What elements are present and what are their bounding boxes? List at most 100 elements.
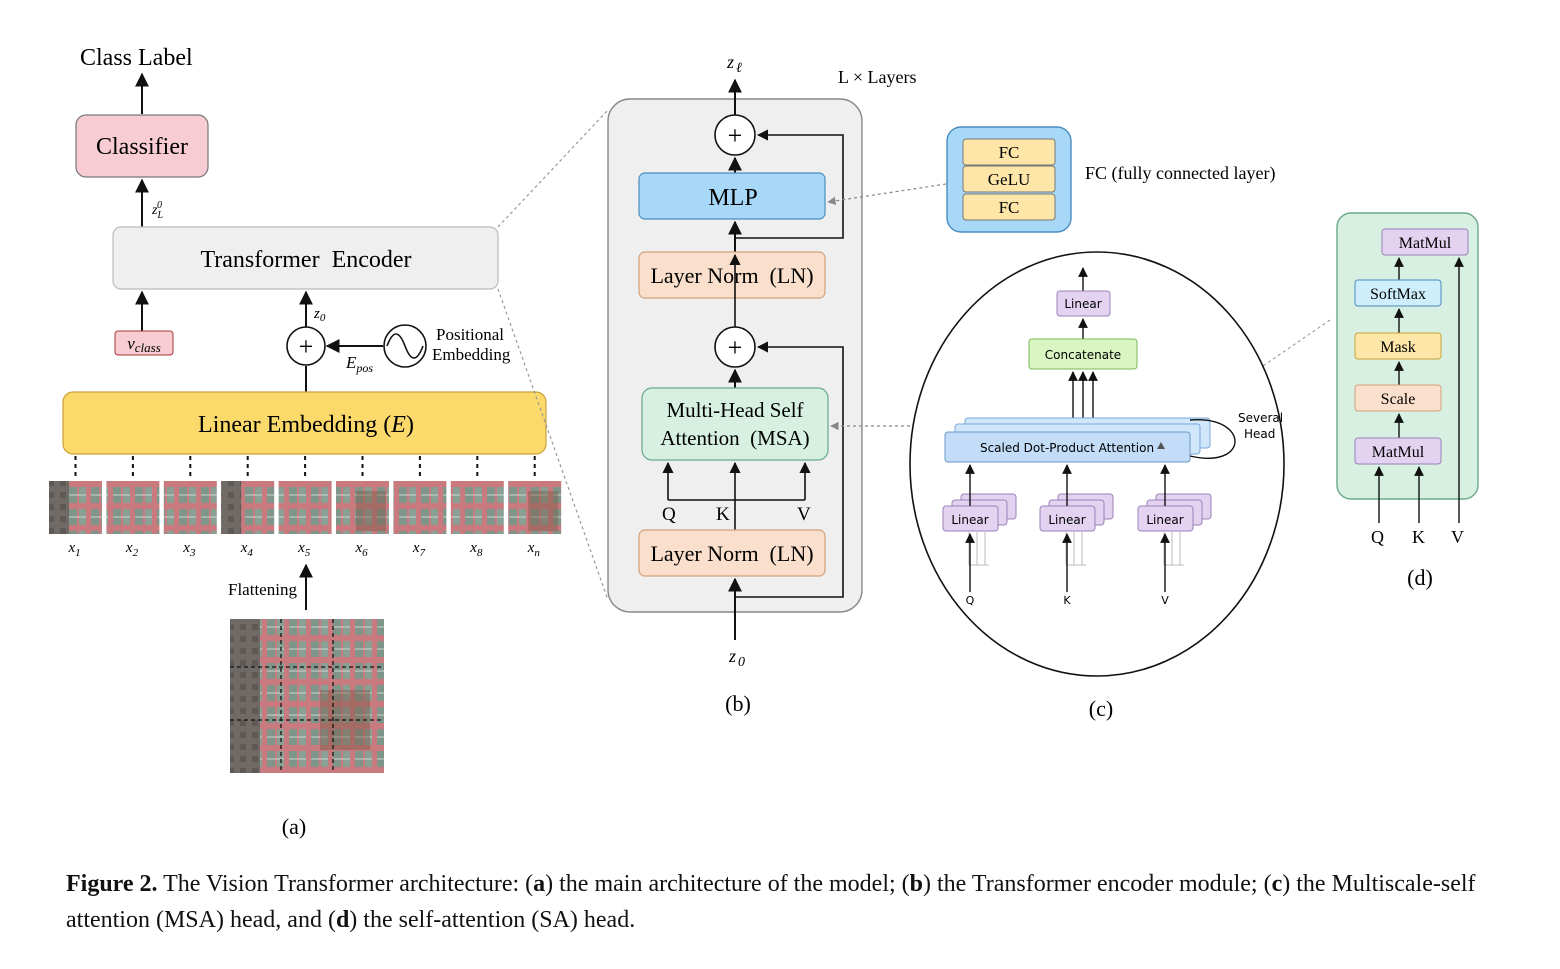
positional-label: Positional xyxy=(436,325,504,344)
fc1-box xyxy=(962,138,1056,166)
fc-block: FC GeLU FC FC (fully connected layer) xyxy=(946,126,1275,233)
fc1-label: FC xyxy=(999,143,1020,162)
softmax-label: SoftMax xyxy=(1370,286,1426,303)
matmul-bottom-label: MatMul xyxy=(1372,444,1425,461)
residual-bottom xyxy=(735,341,844,598)
patch-tile xyxy=(278,481,332,534)
linear-embedding-box xyxy=(62,391,547,455)
caption-ref-d: d xyxy=(335,907,350,933)
patch-label: xn xyxy=(527,540,541,559)
linear-embedding-label: Linear Embedding (E) xyxy=(198,412,414,438)
panel-b-label: (b) xyxy=(725,691,751,716)
input-label-q: Q xyxy=(966,594,975,607)
panel-c-label: (c) xyxy=(1089,696,1113,721)
matmul-top-box xyxy=(1381,228,1469,256)
concatenate-label: Concatenate xyxy=(1045,348,1121,362)
q-label-b: Q xyxy=(662,504,676,525)
linear-label: Linear xyxy=(1048,513,1085,527)
layer-norm-top-label: Layer Norm (LN) xyxy=(650,263,813,288)
gelu-box xyxy=(962,165,1056,193)
patch-tile xyxy=(336,481,389,534)
caption-ref-c: c xyxy=(1271,871,1283,897)
gelu-label: GeLU xyxy=(988,170,1030,189)
k-label-d: K xyxy=(1412,527,1425,547)
patch-tile xyxy=(221,481,275,534)
v-label-d: V xyxy=(1451,527,1464,547)
k-label-b: K xyxy=(716,504,730,525)
sdpa-triangle-icon xyxy=(1157,442,1165,449)
caption-ref-b: b xyxy=(909,871,924,897)
residual-top xyxy=(735,129,844,239)
caption-figure-number: Figure 2. xyxy=(66,871,158,897)
patch-tile xyxy=(49,481,102,534)
caption-text-2: ) the main architecture of the model; ( xyxy=(545,871,910,897)
panel-c: Linear Concatenate Scaled Dot-Product At… xyxy=(909,251,1285,721)
pointer-fc-to-mlp xyxy=(827,183,947,206)
patch-label: x2 xyxy=(125,540,139,559)
epos-label: Epos xyxy=(345,353,373,375)
patch-label: x8 xyxy=(469,540,483,559)
classifier-label: Classifier xyxy=(96,134,188,160)
sum-plus-a: + xyxy=(299,332,314,361)
input-label-k: K xyxy=(1063,594,1071,607)
patch-tile xyxy=(508,481,562,534)
layer-norm-top-box xyxy=(638,251,826,299)
embedding-label: Embedding xyxy=(432,345,511,364)
zL0-label: zL0 xyxy=(151,200,163,221)
sum-node-b-top xyxy=(714,114,756,156)
caption-text-4: ) the Multiscale-self attention (MSA) he… xyxy=(66,871,1476,933)
panel-d: MatMul SoftMax Mask Scale MatMul Q K V (… xyxy=(1336,212,1479,590)
sine-wave-icon xyxy=(386,333,424,359)
mlp-label: MLP xyxy=(708,185,757,211)
input-image xyxy=(230,619,384,773)
zoom-line-bottom xyxy=(497,288,609,601)
caption-text-3: ) the Transformer encoder module; ( xyxy=(923,871,1272,897)
layer-norm-bottom-box xyxy=(638,529,826,577)
input-label-v: V xyxy=(1161,594,1169,607)
several-label: Several xyxy=(1238,411,1283,425)
msa-label-line2: Attention (MSA) xyxy=(660,426,809,450)
scale-label: Scale xyxy=(1381,391,1416,408)
vclass-label: vclass xyxy=(127,334,161,355)
layer-norm-bottom-label: Layer Norm (LN) xyxy=(650,541,813,566)
mask-box xyxy=(1354,332,1442,360)
linear-label: Linear xyxy=(951,513,988,527)
caption-text-5: ) the self-attention (SA) head. xyxy=(349,907,636,933)
caption-text-1: The Vision Transformer architecture: ( xyxy=(157,871,534,897)
class-label: Class Label xyxy=(80,45,193,71)
vit-architecture-diagram: Class Label Classifier zL0 Transformer E… xyxy=(49,45,1479,839)
figure-caption: Figure 2. The Vision Transformer archite… xyxy=(66,866,1506,938)
patch-label: x5 xyxy=(297,540,311,559)
zoom-line-top xyxy=(497,109,609,228)
patch-label: x7 xyxy=(412,540,426,559)
linear-label: Linear xyxy=(1146,513,1183,527)
mask-label: Mask xyxy=(1380,339,1416,356)
fc2-box xyxy=(962,193,1056,221)
q-label-d: Q xyxy=(1371,527,1384,547)
patch-tile xyxy=(106,481,160,534)
patch-label: x3 xyxy=(182,540,196,559)
head-label: Head xyxy=(1244,427,1275,441)
panel-d-label: (d) xyxy=(1407,565,1433,590)
sum-plus-b-top: + xyxy=(728,121,743,150)
fc2-label: FC xyxy=(999,198,1020,217)
classifier-box xyxy=(75,114,209,178)
sum-node-b-bottom xyxy=(714,326,756,368)
concatenate-box xyxy=(1028,338,1138,370)
flattening-label: Flattening xyxy=(228,580,297,599)
sum-plus-b-bottom: + xyxy=(728,333,743,362)
sdpa-box xyxy=(944,431,1191,463)
softmax-box xyxy=(1354,279,1442,307)
patch-label: x6 xyxy=(355,540,369,559)
sum-node-a xyxy=(286,326,326,366)
msa-label-line1: Multi-Head Self xyxy=(666,398,803,422)
linear-top-box xyxy=(1056,290,1111,317)
patch-label: x4 xyxy=(240,540,254,559)
transformer-encoder-label: Transformer Encoder xyxy=(200,247,411,273)
several-head-loop xyxy=(1189,419,1236,459)
transformer-encoder-box xyxy=(112,226,499,290)
